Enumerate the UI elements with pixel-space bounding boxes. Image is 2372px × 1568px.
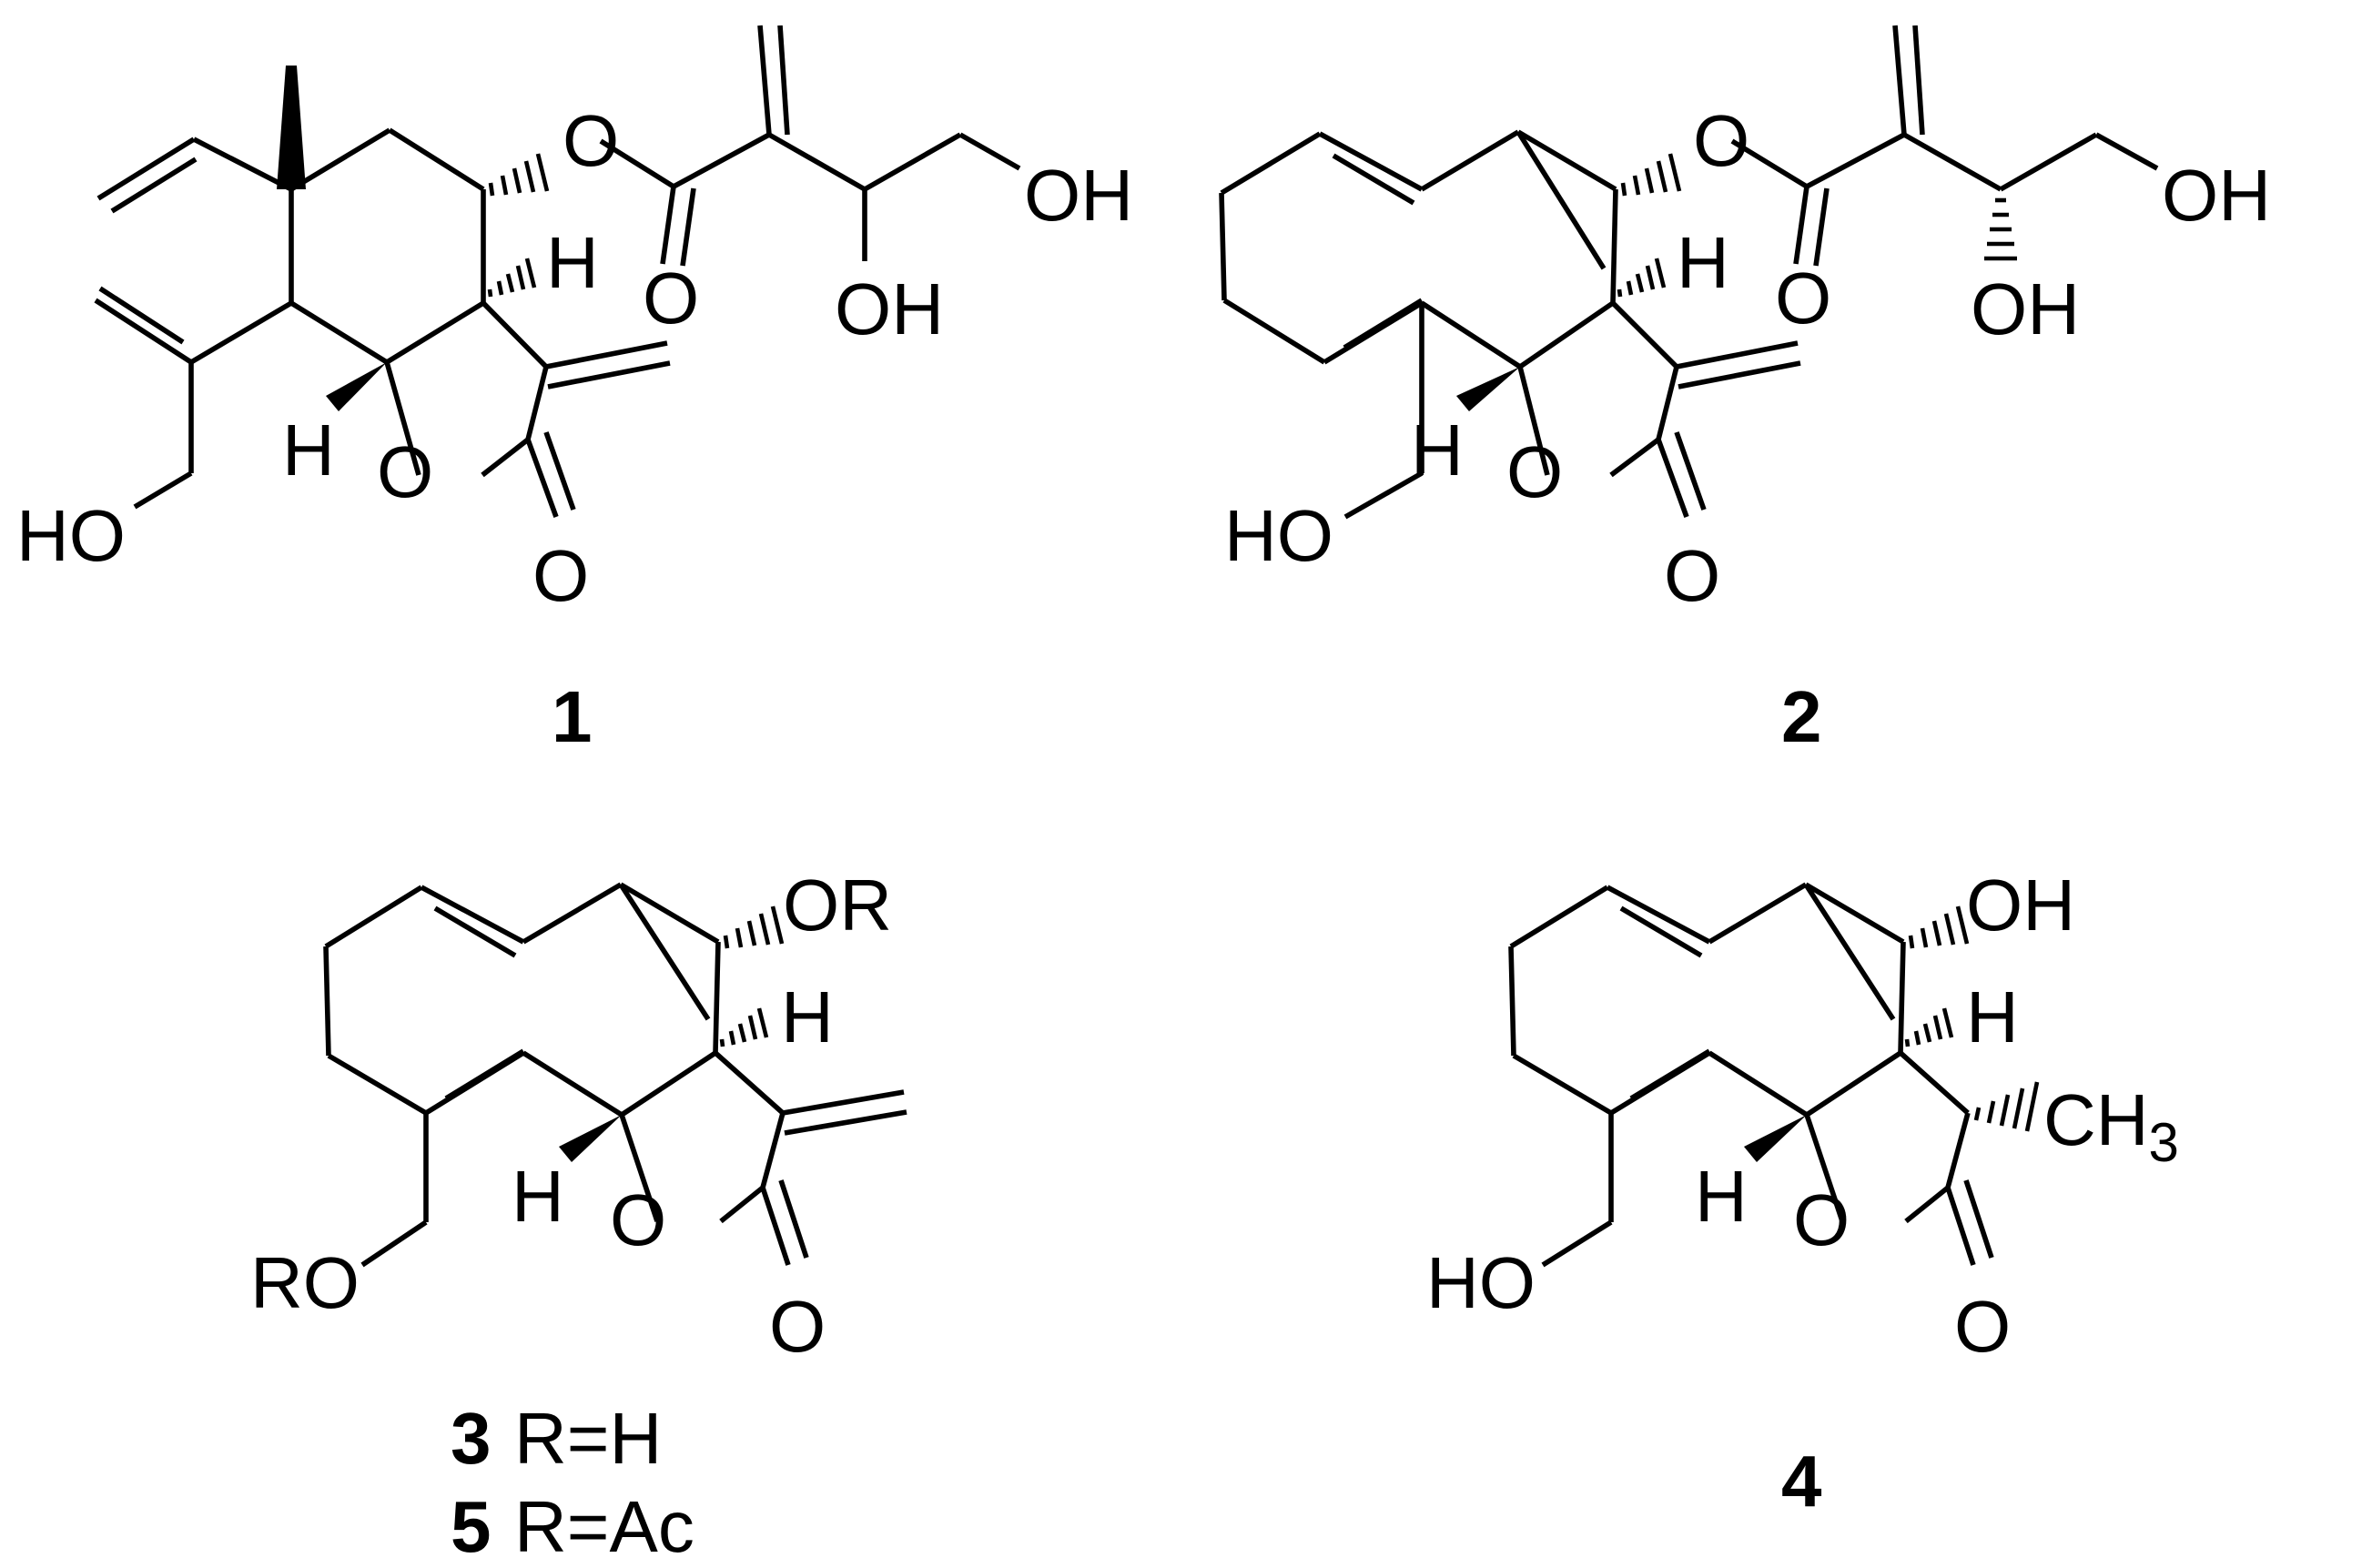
atom-ho-1: HO [16,495,126,576]
atom-h-lower-4: H [1695,1156,1748,1237]
atom-h-upper-4: H [1966,976,2019,1057]
compound-label-3: R=H [514,1398,662,1479]
atom-ring-o-3: O [610,1179,666,1260]
atom-ch-4: CH3 [2043,1079,2179,1173]
hashed-bond-h-upper-3 [719,1007,769,1047]
atom-oh-secondary-1: OH [835,268,944,349]
atom-labels-compound-1: O H O OH OH H O HO O [16,100,1133,616]
atom-ring-o-1: O [377,431,433,512]
atom-labels-compound-4: OH H CH3 H O HO O [1426,865,2179,1367]
atom-labels-compound-3-5: OR H H O RO O [250,865,892,1367]
hashed-bond-ester-2 [1620,153,1682,197]
atom-lactone-o-3: O [769,1286,826,1367]
hashed-bond-ester-1 [488,153,550,197]
structure-compound-3-5 [323,882,907,1268]
hashed-bond-h-upper-1 [487,258,537,298]
hashed-bond-oh-4 [1908,905,1970,949]
atom-lactone-o-2: O [1664,535,1720,616]
atom-ch-subscript-4: 3 [2149,1112,2179,1173]
atom-ho-2: HO [1224,495,1333,576]
atom-carbonyl-o-ester-1: O [643,258,699,339]
structure-compound-4 [1508,882,2040,1268]
atom-ester-o-2: O [1693,100,1749,181]
compound-label-5: R=Ac [514,1486,694,1567]
compound-number-1: 1 [552,676,593,757]
atom-oh-secondary-2: OH [1971,268,2080,349]
structure-compound-1 [94,25,1021,518]
atom-labels-compound-2: O H O OH OH H O HO O [1224,100,2271,616]
atom-h-lower-2: H [1411,410,1464,491]
hashed-bond-ch3-4 [1973,1081,2040,1132]
atom-h-lower-3: H [512,1156,564,1237]
atom-or-3: OR [783,865,892,946]
atom-h-upper-2: H [1677,222,1729,303]
hashed-bond-oh-2 [1984,197,2017,261]
hashed-bond-or-3 [723,905,785,949]
atom-ring-o-2: O [1506,431,1563,512]
atom-h-upper-1: H [546,222,599,303]
hashed-bond-h-upper-4 [1904,1007,1954,1047]
atom-lactone-o-1: O [532,535,589,616]
structure-compound-2 [1219,25,2159,520]
compound-number-5: 5 [451,1486,492,1567]
atom-ho-4: HO [1426,1242,1536,1323]
atom-h-lower-1: H [282,410,335,491]
atom-lactone-o-4: O [1954,1286,2011,1367]
atom-oh-terminal-2: OH [2162,155,2271,236]
atom-oh-4: OH [1966,865,2075,946]
compound-number-4: 4 [1781,1441,1822,1522]
atom-ester-o-1: O [563,100,619,181]
hashed-bond-h-upper-2 [1617,258,1667,298]
compound-number-3: 3 [451,1398,492,1479]
atom-ch-text-4: CH [2043,1079,2149,1160]
atom-oh-terminal-1: OH [1024,155,1133,236]
atom-ro-3: RO [250,1242,360,1323]
atom-ring-o-4: O [1793,1179,1850,1260]
compound-number-2: 2 [1781,676,1822,757]
atom-h-upper-3: H [781,976,834,1057]
atom-carbonyl-o-ester-2: O [1775,258,1831,339]
